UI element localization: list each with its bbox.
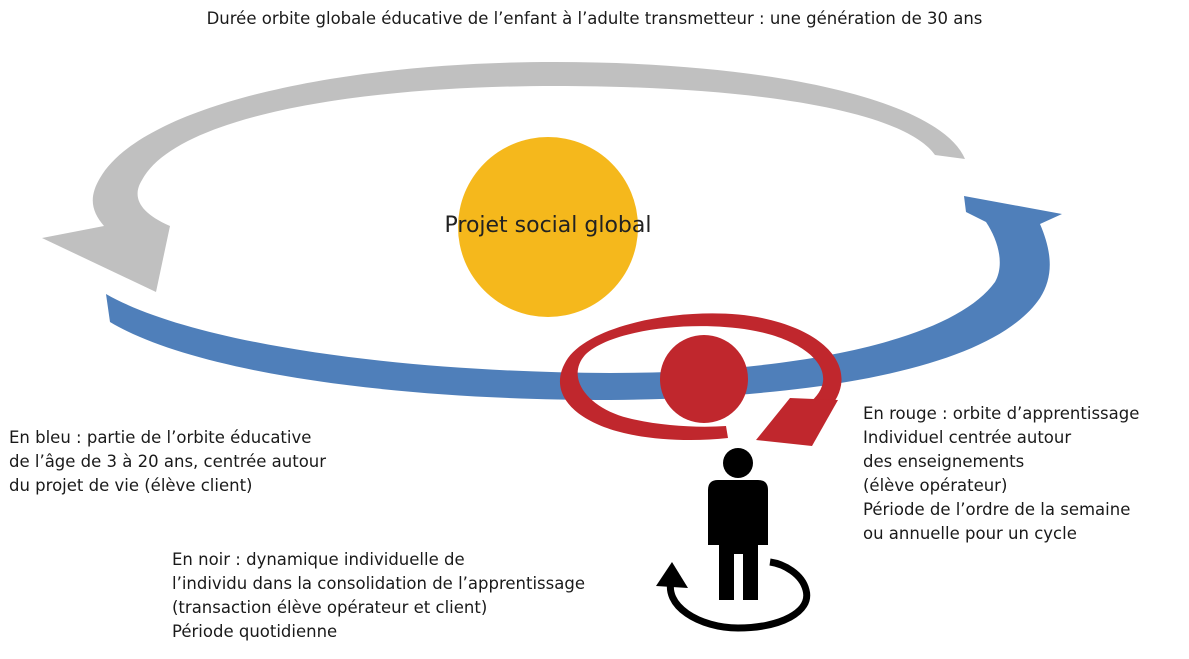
sun-circle	[458, 137, 638, 317]
blue-orbit-note: En bleu : partie de l’orbite éducative d…	[9, 426, 326, 498]
red-note-line: Individuel centrée autour	[863, 428, 1072, 447]
grey-orbit-arrow	[42, 62, 965, 292]
red-note-line: En rouge : orbite d’apprentissage	[863, 404, 1140, 423]
blue-note-line: En bleu : partie de l’orbite éducative	[9, 428, 312, 447]
diagram-title: Durée orbite globale éducative de l’enfa…	[206, 9, 983, 28]
center-label: Projet social global	[444, 213, 652, 238]
black-note-line: En noir : dynamique individuelle de	[172, 550, 465, 569]
black-note-line: (transaction élève opérateur et client)	[172, 598, 488, 617]
red-note-line: Période de l’ordre de la semaine	[863, 500, 1131, 519]
black-rotation-arrow	[656, 558, 811, 632]
red-ball	[660, 335, 748, 423]
black-note-line: l’individu dans la consolidation de l’ap…	[172, 574, 585, 593]
blue-note-line: de l’âge de 3 à 20 ans, centrée autour	[9, 452, 327, 471]
blue-note-line: du projet de vie (élève client)	[9, 476, 253, 495]
red-note-line: des enseignements	[863, 452, 1025, 471]
black-dynamic-note: En noir : dynamique individuelle de l’in…	[172, 548, 585, 644]
red-orbit-note: En rouge : orbite d’apprentissage Indivi…	[863, 402, 1139, 546]
red-note-line: ou annuelle pour un cycle	[863, 524, 1077, 543]
black-note-line: Période quotidienne	[172, 622, 338, 641]
person-icon	[708, 448, 768, 600]
red-orbit-arrow	[559, 313, 842, 446]
red-note-line: (élève opérateur)	[863, 476, 1008, 495]
